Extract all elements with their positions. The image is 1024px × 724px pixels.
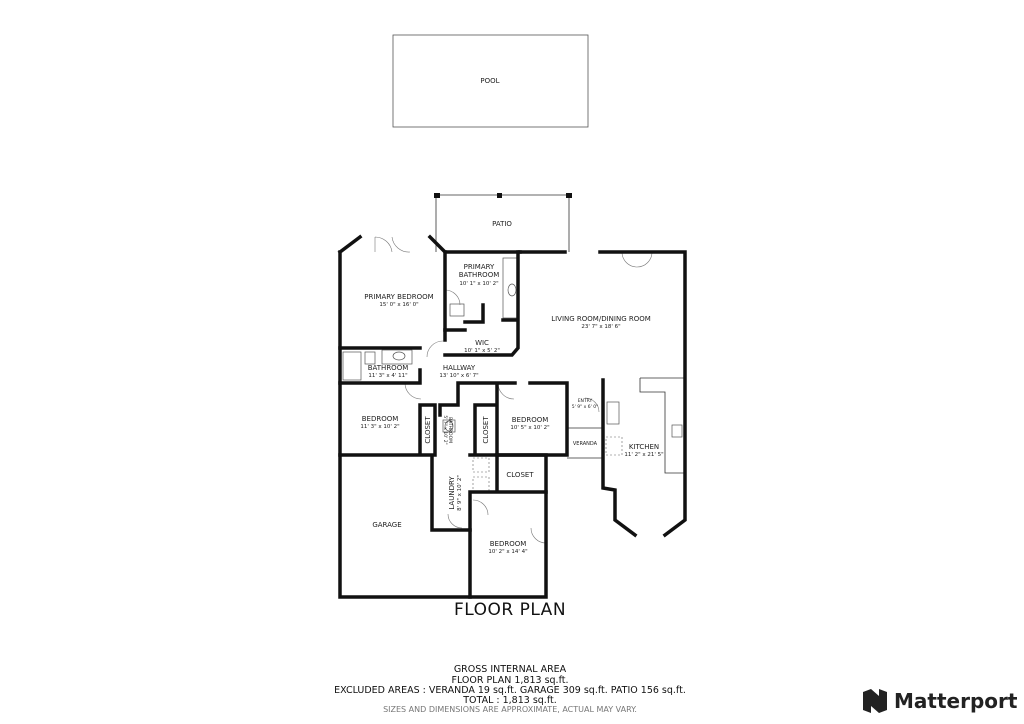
excluded-areas: EXCLUDED AREAS : VERANDA 19 sq.ft. GARAG… — [334, 685, 686, 696]
walls — [337, 234, 687, 599]
primary-bathroom-label-1: PRIMARY — [464, 263, 495, 271]
bedroom-lower-label: BEDROOM — [490, 540, 527, 548]
fixtures — [342, 257, 685, 492]
disclaimer: SIZES AND DIMENSIONS ARE APPROXIMATE, AC… — [383, 705, 637, 714]
living-dining-dims: 23' 7" x 18' 6" — [581, 324, 620, 330]
garage-label: GARAGE — [372, 521, 401, 529]
wic-dims: 10' 1" x 5' 2" — [464, 348, 500, 354]
bedroom-left-label: BEDROOM — [362, 415, 399, 423]
living-dining-label: LIVING ROOM/DINING ROOM — [551, 315, 651, 323]
matterport-logo: Matterport — [862, 688, 1017, 714]
bathroom-small-label: BATHROOM — [447, 417, 453, 443]
bedroom-left-dims: 11' 3" x 10' 2" — [360, 424, 399, 430]
gross-area-heading: GROSS INTERNAL AREA — [453, 664, 567, 675]
matterport-logo-icon — [863, 689, 887, 713]
hallway-label: HALLWAY — [443, 364, 476, 372]
closet-lower-label: CLOSET — [506, 471, 534, 479]
laundry-dims: 8' 9" x 10' 2" — [457, 475, 463, 511]
bedroom-mid-dims: 10' 5" x 10' 2" — [510, 425, 549, 431]
kitchen-label: KITCHEN — [629, 443, 659, 451]
pool-outline — [392, 34, 589, 128]
bathroom-label: BATHROOM — [368, 364, 409, 372]
kitchen-dims: 11' 2" x 21' 5" — [624, 452, 663, 458]
primary-bathroom-label-2: BATHROOM — [459, 271, 500, 279]
closet-left-label: CLOSET — [424, 416, 432, 444]
entry-dims: 5' 9" x 6' 0" — [572, 404, 598, 410]
brand-name: Matterport — [894, 689, 1018, 713]
total-area: TOTAL : 1,813 sq.ft. — [463, 695, 557, 706]
veranda-label: VERANDA — [573, 441, 598, 447]
bedroom-mid-label: BEDROOM — [512, 416, 549, 424]
primary-bedroom-label: PRIMARY BEDROOM — [364, 293, 433, 301]
wic-label: WIC — [475, 339, 489, 347]
laundry-label: LAUNDRY — [448, 476, 456, 510]
closet-mid-label: CLOSET — [482, 416, 490, 444]
bathroom-small-dims: 5' 7" x 10' 2" — [442, 415, 448, 444]
floor-plan-area: FLOOR PLAN 1,813 sq.ft. — [451, 675, 569, 686]
primary-bedroom-dims: 15' 0" x 16' 0" — [379, 302, 418, 308]
plan-title: FLOOR PLAN — [453, 600, 567, 620]
entry-label: ENTRY — [578, 398, 593, 404]
pool-label: POOL — [480, 77, 499, 85]
bathroom-dims: 11' 3" x 4' 11" — [368, 373, 407, 379]
patio-label: PATIO — [492, 220, 512, 228]
hallway-dims: 13' 10" x 6' 7" — [439, 373, 478, 379]
primary-bathroom-dims: 10' 1" x 10' 2" — [459, 281, 498, 287]
patio: PATIO — [434, 193, 572, 252]
bedroom-lower-dims: 10' 2" x 14' 4" — [488, 549, 527, 555]
